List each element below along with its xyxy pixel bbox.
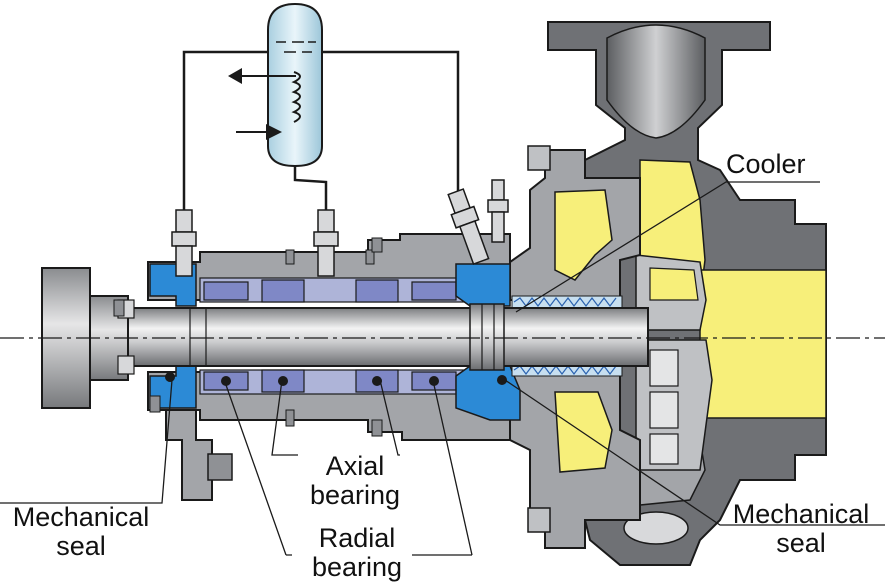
label-mechanical-seal-right: Mechanical seal (720, 500, 882, 558)
radial-bearing-left (203, 281, 249, 391)
housing-bolts (113, 237, 383, 437)
leader-lines (0, 181, 885, 556)
mechanical-seal-right (455, 263, 521, 421)
label-radial-line2: bearing (311, 552, 403, 582)
shaft-cooler-coil (511, 295, 623, 377)
label-mechanical-seal-left: Mechanical seal (0, 503, 162, 561)
label-mech-left-line2: seal (56, 531, 106, 561)
label-mech-left-line1: Mechanical (12, 502, 150, 532)
pipe-fittings (171, 179, 509, 277)
label-cooler: Cooler (726, 150, 806, 179)
mechanical-seal-left (149, 263, 197, 409)
label-mech-right-line1: Mechanical (732, 499, 870, 529)
label-cooler-text: Cooler (726, 149, 806, 179)
label-axial-line1: Axial (325, 451, 385, 481)
label-mech-right-line2: seal (776, 528, 826, 558)
radial-bearing-right (411, 281, 457, 391)
coolant-flow-arrows (228, 68, 296, 140)
cooling-piping (182, 50, 460, 212)
label-radial-bearing: Radial bearing (296, 524, 418, 582)
reservoir-tank (267, 2, 323, 168)
label-radial-line1: Radial (318, 523, 396, 553)
axial-bearing (261, 279, 399, 393)
label-axial-bearing: Axial bearing (300, 452, 410, 510)
label-axial-line2: bearing (309, 480, 401, 510)
casing-cover (509, 145, 641, 549)
support-foot (165, 409, 233, 501)
